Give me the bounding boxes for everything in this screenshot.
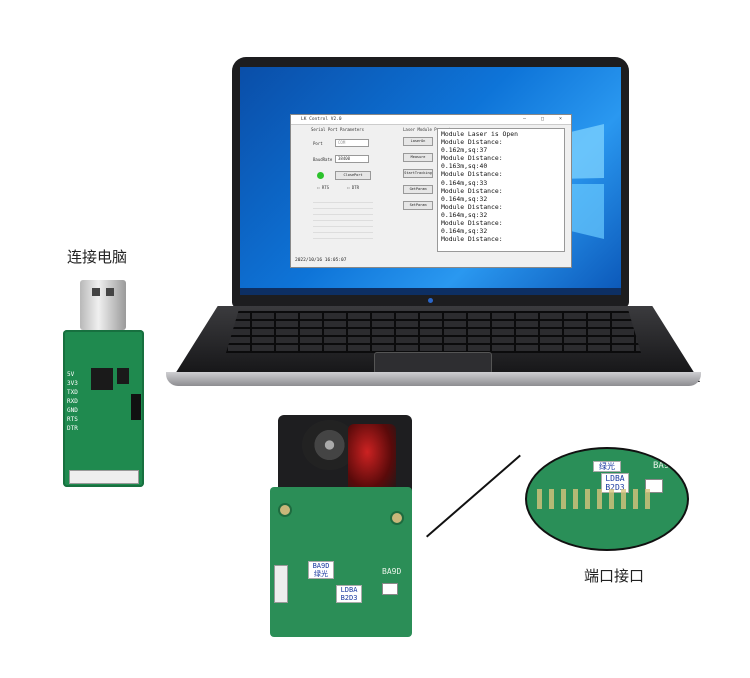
port-status-led-icon	[317, 172, 324, 179]
measure-button[interactable]: Measure	[403, 153, 433, 162]
touchpad	[374, 352, 492, 374]
serial-group-title: Serial Port Parameters	[311, 127, 364, 132]
laser-on-button[interactable]: LaserOn	[403, 137, 433, 146]
log-line: Module Distance:	[441, 186, 503, 195]
module-silk-label: BA9D	[382, 567, 402, 576]
port-select[interactable]: COM	[335, 139, 369, 147]
taskbar	[240, 288, 621, 295]
zoom-silk-label: BA9D	[653, 461, 675, 471]
dtr-checkbox[interactable]: ☐ DTR	[347, 185, 360, 190]
module-sticker-1: BA9D 绿光	[308, 561, 334, 579]
usb-plug	[80, 280, 126, 330]
usb-output-connector	[69, 470, 139, 484]
zoom-pads	[537, 489, 657, 509]
usb-pin-labels: 5V 3V3 TXD RXD GND RTS DTR	[67, 371, 78, 432]
log-line: 0.163m,sq:40	[441, 162, 488, 171]
rts-checkbox[interactable]: ☐ RTS	[317, 185, 330, 190]
usb-adapter-board: 5V 3V3 TXD RXD GND RTS DTR	[63, 330, 144, 487]
baudrate-label: BaudRate	[313, 157, 333, 162]
receiver-lens	[302, 420, 357, 470]
log-line: Module Distance:	[441, 235, 503, 244]
log-line: 0.164m,sq:32	[441, 210, 488, 219]
webcam-icon	[428, 298, 433, 303]
zoom-sticker-1: 绿光	[593, 461, 621, 472]
output-log: Module Laser is Open Module Distance: 0.…	[437, 128, 565, 252]
log-line: 0.164m,sq:32	[441, 227, 488, 236]
close-port-button[interactable]: ClosePort	[335, 171, 371, 180]
set-param-button[interactable]: SetParam	[403, 201, 433, 210]
mount-hole	[280, 505, 290, 515]
app-titlebar: LK Control V2.0	[291, 115, 571, 125]
laptop-front-edge	[166, 372, 701, 386]
dtr-label: DTR	[351, 185, 360, 190]
log-line: 0.164m,sq:32	[441, 194, 488, 203]
laser-emitter	[348, 424, 396, 494]
regulator-chip	[117, 368, 129, 384]
usb-chip	[91, 368, 113, 390]
laser-group-title: Laser Module Parameters	[403, 127, 459, 132]
baudrate-select[interactable]: 38400	[335, 155, 369, 163]
log-line: Module Distance:	[441, 138, 503, 147]
log-line: Module Distance:	[441, 170, 503, 179]
app-window: LK Control V2.0 – □ × Serial Port Parame…	[290, 114, 572, 268]
laptop-screen: LK Control V2.0 – □ × Serial Port Parame…	[240, 67, 621, 295]
log-line: 0.164m,sq:33	[441, 178, 488, 187]
module-port-connector	[274, 565, 288, 603]
mount-hole	[392, 513, 402, 523]
window-controls[interactable]: – □ ×	[522, 116, 568, 122]
log-line: Module Distance:	[441, 219, 503, 228]
jumper-header	[131, 394, 141, 420]
app-title: LK Control V2.0	[301, 117, 342, 122]
disabled-options-area	[313, 199, 373, 239]
port-interface-label: 端口接口	[584, 567, 645, 585]
log-line: Module Distance:	[441, 202, 503, 211]
laser-module-board: BA9D 绿光 LDBA B2D3 BA9D	[270, 487, 412, 637]
log-line: Module Distance:	[441, 154, 503, 163]
connect-pc-label: 连接电脑	[67, 248, 128, 266]
rts-label: RTS	[321, 185, 330, 190]
port-label: Port	[313, 141, 323, 146]
callout-line	[426, 454, 521, 538]
zoom-callout: 绿光 LDBA B2D3 BA9D	[525, 447, 689, 551]
log-line: Module Laser is Open	[441, 130, 518, 138]
get-param-button[interactable]: GetParam	[403, 185, 433, 194]
module-button	[382, 583, 398, 595]
keyboard	[226, 311, 641, 353]
zoom-sticker-2: LDBA B2D3	[601, 473, 629, 493]
status-timestamp: 2022/10/16 16:05:07	[295, 258, 347, 263]
log-line: 0.162m,sq:37	[441, 146, 488, 155]
module-sticker-2: LDBA B2D3	[336, 585, 362, 603]
start-tracking-button[interactable]: StartTracking	[403, 169, 433, 178]
